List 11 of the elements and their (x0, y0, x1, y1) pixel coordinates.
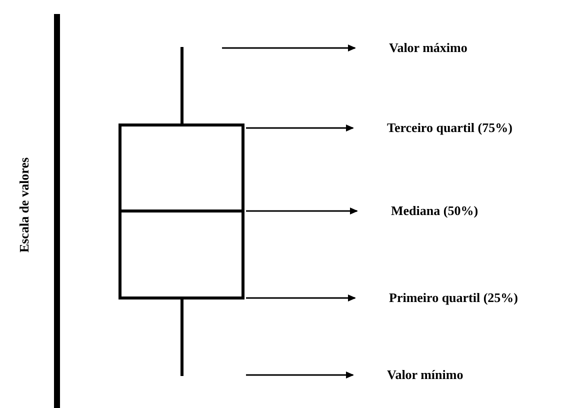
axis-label: Escala de valores (16, 157, 32, 253)
value-label: Valor máximo (389, 40, 468, 56)
arrow (246, 124, 354, 132)
value-label: Mediana (50%) (391, 203, 478, 219)
arrow (246, 294, 356, 302)
value-label: Terceiro quartil (75%) (387, 120, 512, 136)
value-label: Valor mínimo (387, 367, 464, 383)
arrow (246, 208, 358, 214)
arrow (246, 372, 354, 378)
value-label: Primeiro quartil (25%) (389, 290, 518, 306)
arrow (222, 44, 356, 52)
